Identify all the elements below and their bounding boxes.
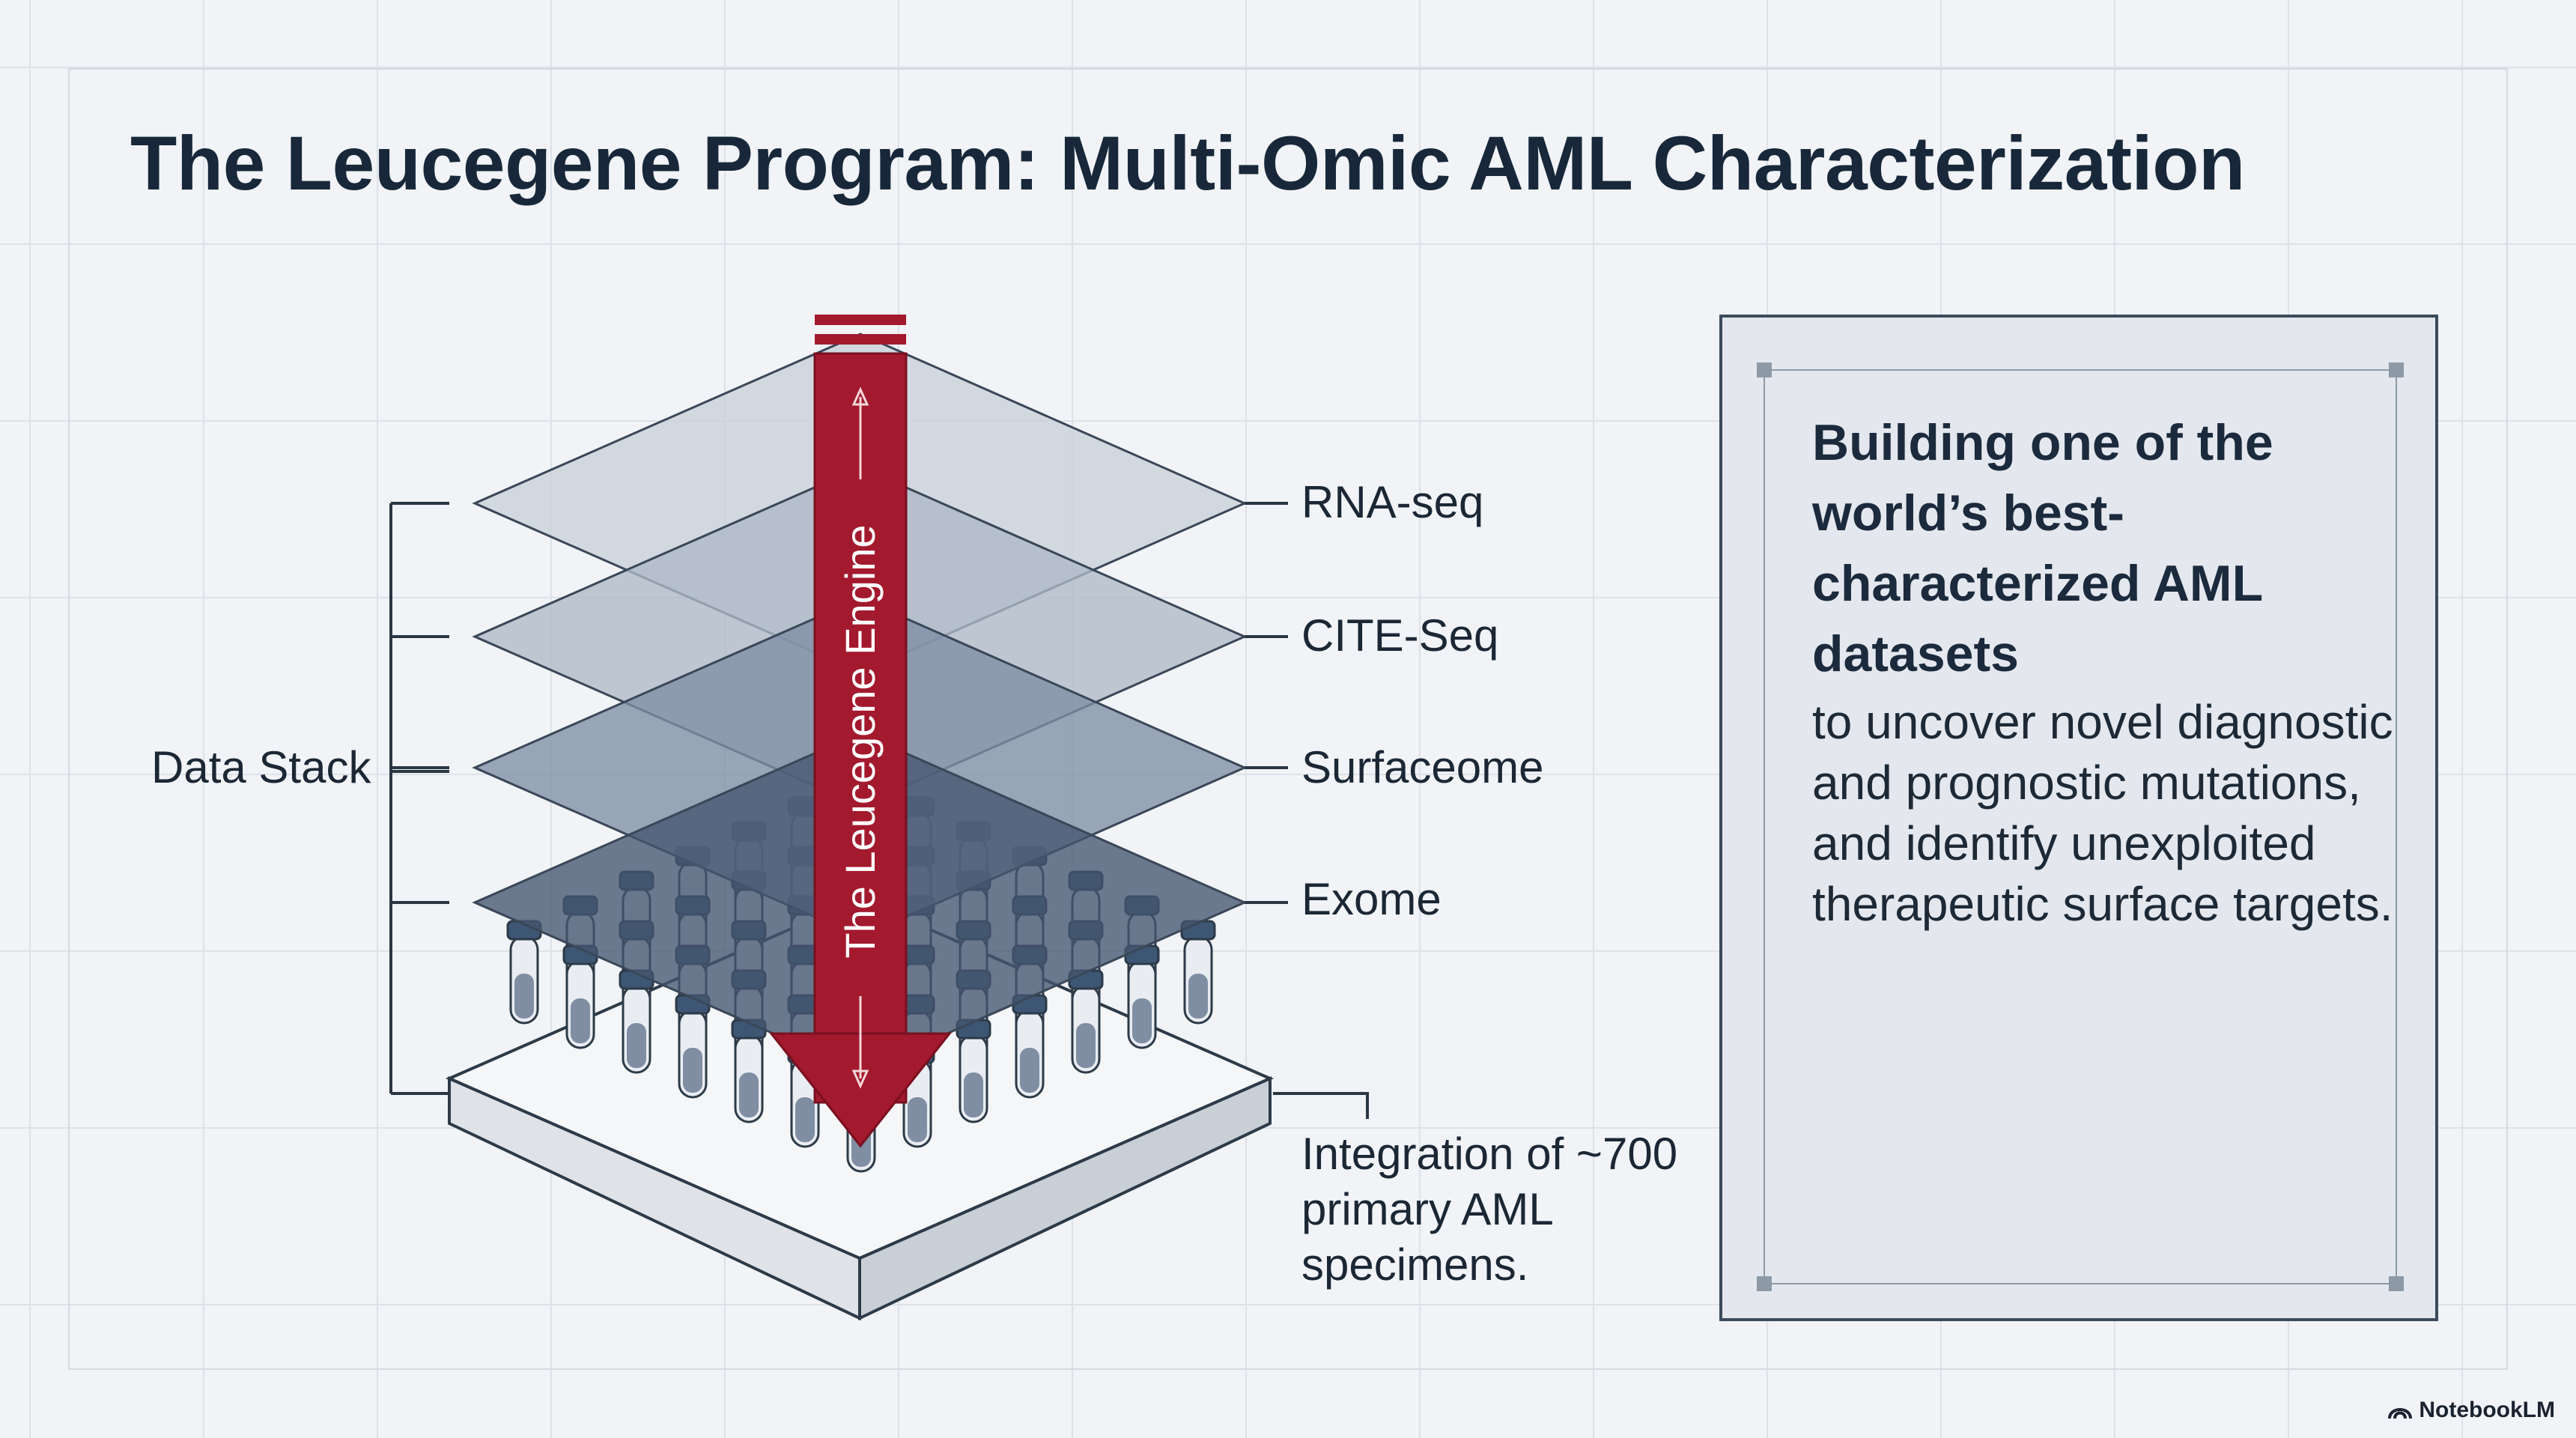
- layer-label-exome: Exome: [1301, 874, 1442, 924]
- specimen-tube: [1180, 920, 1216, 1025]
- data-stack-bracket: [389, 502, 449, 1095]
- engine-label: The Leucegene Engine: [836, 524, 884, 958]
- specimen-tube: [1012, 994, 1048, 1099]
- engine-arrow: The Leucegene Engine: [768, 315, 953, 1148]
- specimen-tube: [619, 969, 654, 1074]
- specimen-tube: [731, 1019, 767, 1123]
- notebooklm-watermark: NotebookLM: [2387, 1398, 2555, 1423]
- page-title: The Leucegene Program: Multi-Omic AML Ch…: [130, 121, 2245, 206]
- specimen-tube: [506, 920, 542, 1025]
- specimen-tube: [1068, 969, 1104, 1074]
- layer-connectors: [1245, 502, 1369, 1119]
- specimen-tube: [562, 944, 598, 1049]
- info-panel: Building one of the world’s best-charact…: [1719, 315, 2438, 1321]
- specimen-tube: [956, 1019, 991, 1123]
- panel-heading: Building one of the world’s best-charact…: [1812, 414, 2273, 682]
- layer-label-rna-seq: RNA-seq: [1301, 477, 1484, 527]
- specimen-tube: [1124, 944, 1160, 1049]
- watermark-label: NotebookLM: [2419, 1398, 2555, 1422]
- panel-frame-decoration: [1757, 362, 2404, 1291]
- specimen-label: Integration of ~700 primary AML specimen…: [1301, 1129, 1678, 1290]
- specimen-tube: [675, 994, 711, 1099]
- data-stack-label: Data Stack: [151, 742, 371, 792]
- panel-body: to uncover novel diagnostic and prognost…: [1812, 695, 2393, 931]
- notebooklm-icon: [2388, 1408, 2413, 1419]
- layer-label-surfaceome: Surfaceome: [1301, 742, 1544, 792]
- layer-label-cite-seq: CITE-Seq: [1301, 610, 1499, 661]
